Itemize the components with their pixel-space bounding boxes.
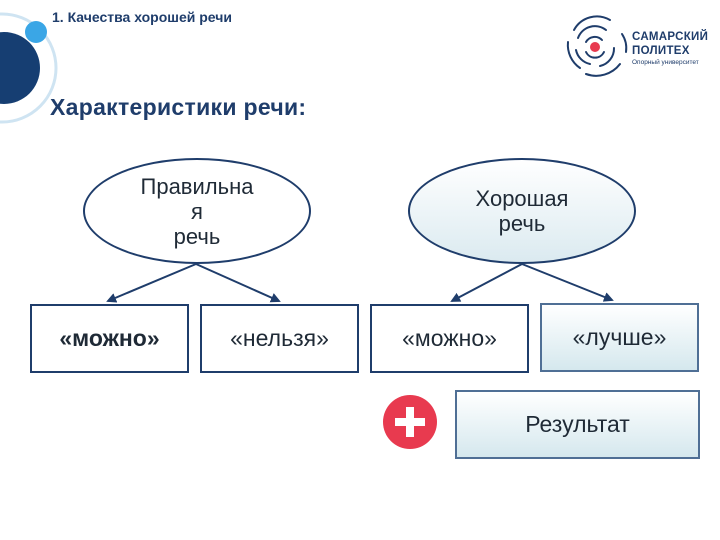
samara-polytech-logo-icon	[566, 15, 628, 77]
node-good-speech: Хорошая речь	[408, 158, 636, 264]
node-correct-speech: Правильна я речь	[83, 158, 311, 264]
slide-number: 1. Качества хорошей речи	[52, 9, 232, 25]
node-result: Результат	[455, 390, 700, 459]
plus-icon	[383, 395, 437, 449]
logo-subtitle: Опорный университет	[632, 59, 699, 66]
corner-decoration	[0, 12, 58, 124]
node-cannot: «нельзя»	[200, 304, 359, 373]
arrow-good-to-can	[450, 263, 523, 302]
node-can-correct: «можно»	[30, 304, 189, 373]
slide-title: Характеристики речи:	[50, 94, 307, 120]
logo-name-line2: ПОЛИТЕХ	[632, 45, 690, 57]
node-better: «лучше»	[540, 303, 699, 372]
node-can-good: «можно»	[370, 304, 529, 373]
arrow-good-to-better	[521, 263, 614, 302]
arrow-correct-to-cannot	[195, 263, 281, 303]
arrow-correct-to-can	[106, 263, 197, 303]
logo-name-line1: САМАРСКИЙ	[632, 31, 709, 43]
